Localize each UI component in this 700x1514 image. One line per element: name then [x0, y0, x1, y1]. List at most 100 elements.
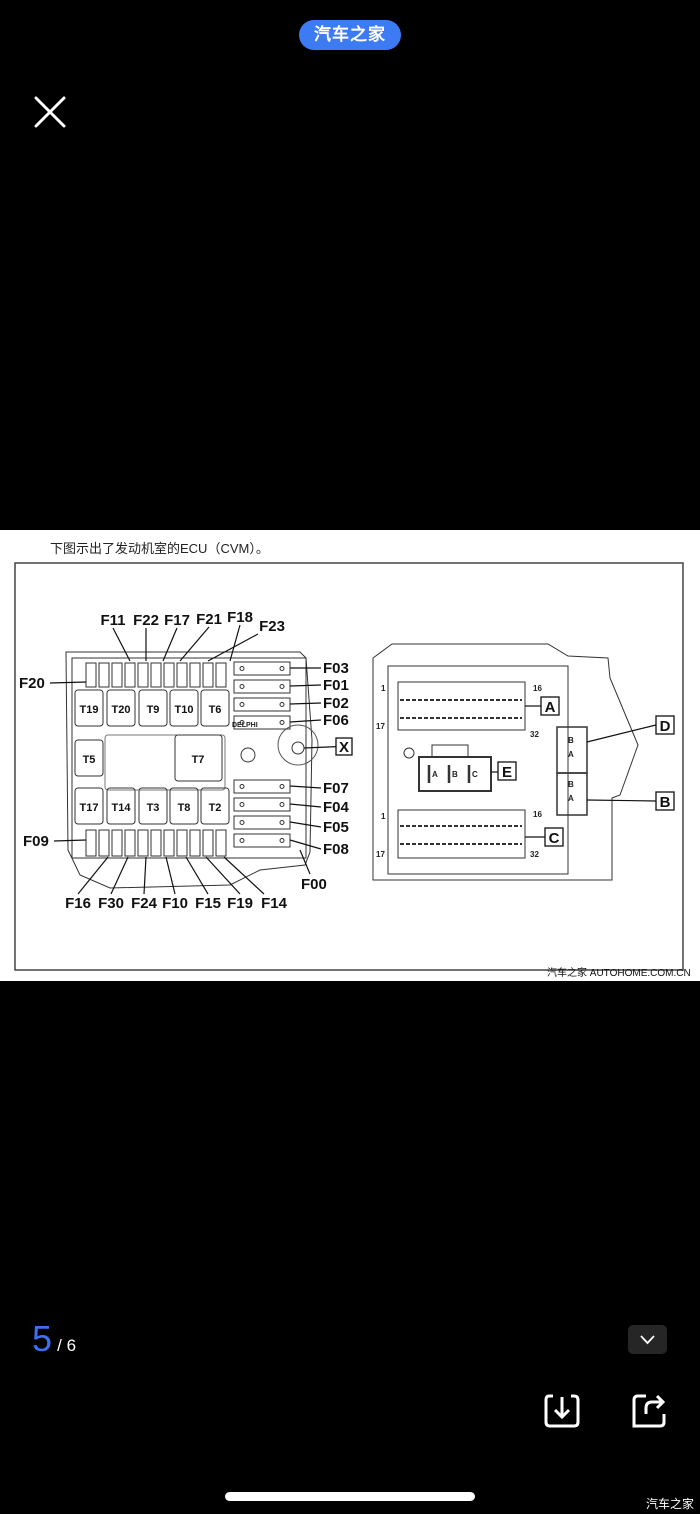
share-button[interactable] — [630, 1392, 668, 1430]
fuse-label-f01: F01 — [323, 677, 349, 694]
small-fuse — [85, 662, 97, 688]
small-fuse — [176, 662, 188, 688]
download-icon — [544, 1394, 580, 1428]
small-fuse — [124, 662, 136, 688]
fuse-label-f30: F30 — [98, 895, 124, 912]
delphi-logo: DELPHI — [232, 722, 258, 729]
fuse-label-f15: F15 — [195, 895, 221, 912]
connector-b-label: B — [660, 794, 671, 811]
small-fuse — [176, 829, 188, 857]
b-pin-b: B — [568, 780, 574, 789]
connector-c-label: C — [549, 830, 560, 847]
pin-32-c: 32 — [530, 850, 539, 859]
fuse-label-f22: F22 — [133, 612, 159, 629]
fuse-label-f03: F03 — [323, 660, 349, 677]
connector-e-box — [497, 761, 517, 781]
relay-t17: T17 — [80, 802, 99, 814]
close-button[interactable] — [32, 94, 68, 130]
fuse-label-f09: F09 — [23, 833, 49, 850]
relay-t14: T14 — [112, 802, 132, 814]
fuse-label-f11: F11 — [100, 612, 125, 629]
maxi-fuse — [233, 697, 291, 712]
relay-box — [106, 689, 136, 727]
fuse-label-f14: F14 — [261, 895, 288, 912]
fuse-label-f19: F19 — [227, 895, 253, 912]
pin-32-a: 32 — [530, 730, 539, 739]
relay-box — [138, 689, 168, 727]
relay-t10: T10 — [175, 704, 194, 716]
connector-c-body — [397, 809, 526, 859]
connector-a-box — [540, 696, 560, 716]
fuse-label-f08: F08 — [323, 841, 349, 858]
small-fuse — [137, 662, 149, 688]
pin-16-a: 16 — [533, 684, 542, 693]
small-fuse — [98, 829, 110, 857]
small-fuse — [215, 829, 227, 857]
fuse-label-f17: F17 — [164, 612, 190, 629]
relay-t2: T2 — [209, 802, 222, 814]
relay-t6: T6 — [209, 704, 222, 716]
relay-t9: T9 — [147, 704, 160, 716]
fuse-label-f07: F07 — [323, 780, 349, 797]
relay-box — [74, 689, 104, 727]
small-fuse — [163, 662, 175, 688]
fuse-label-f16: F16 — [65, 895, 91, 912]
share-icon — [632, 1394, 666, 1428]
d-pin-b: B — [568, 736, 574, 745]
total-pages: / 6 — [57, 1336, 77, 1355]
fuse-label-f20: F20 — [19, 675, 45, 692]
relay-box — [174, 734, 223, 782]
collapse-button[interactable] — [628, 1325, 667, 1354]
home-indicator[interactable] — [225, 1492, 475, 1501]
fuse-label-f06: F06 — [323, 712, 349, 729]
small-fuse — [85, 829, 97, 857]
diagram-frame — [14, 562, 684, 971]
marker-x-box — [335, 737, 353, 756]
pin-17-a: 17 — [376, 722, 385, 731]
close-icon — [34, 96, 66, 128]
fuse-label-f21: F21 — [196, 611, 222, 628]
connector-a-body — [397, 681, 526, 731]
maxi-fuse — [233, 715, 291, 730]
small-fuse — [189, 829, 201, 857]
diagram-caption: 下图示出了发动机室的ECU（CVM）。 — [50, 541, 269, 556]
chevron-down-icon — [640, 1335, 655, 1345]
small-fuse — [98, 662, 110, 688]
relay-t8: T8 — [178, 802, 191, 814]
ecu-right — [372, 643, 657, 881]
fuse-box-left — [65, 651, 319, 889]
maxi-fuse — [233, 661, 291, 676]
small-fuse — [150, 829, 162, 857]
relay-t20: T20 — [112, 704, 131, 716]
small-fuse — [150, 662, 162, 688]
small-fuse — [137, 829, 149, 857]
pin-1-a: 1 — [381, 684, 386, 693]
fuse-label-f10: F10 — [162, 895, 188, 912]
relay-box — [74, 787, 104, 825]
download-button[interactable] — [543, 1392, 581, 1430]
fuse-label-f04: F04 — [323, 799, 350, 816]
relay-box — [169, 689, 199, 727]
b-pin-a: A — [568, 794, 574, 803]
current-page: 5 — [32, 1318, 53, 1359]
maxi-fuse — [233, 833, 291, 848]
relay-box — [106, 787, 136, 825]
image-watermark: 汽车之家 AUTOHOME.COM.CN — [547, 966, 691, 979]
fuse-label-f02: F02 — [323, 695, 349, 712]
connector-b-box — [655, 791, 675, 811]
relay-t7: T7 — [192, 754, 205, 766]
relay-t3: T3 — [147, 802, 160, 814]
maxi-fuse — [233, 815, 291, 830]
corner-watermark: 汽车之家 — [645, 1497, 694, 1511]
small-fuse — [111, 829, 123, 857]
small-fuse — [163, 829, 175, 857]
connector-a-label: A — [545, 699, 556, 716]
relay-box — [138, 787, 168, 825]
relay-t5: T5 — [83, 754, 96, 766]
d-pin-a: A — [568, 750, 574, 759]
relay-box — [74, 739, 104, 777]
maxi-fuse — [233, 779, 291, 794]
connector-e-label: E — [502, 764, 512, 781]
small-fuse — [202, 662, 214, 688]
